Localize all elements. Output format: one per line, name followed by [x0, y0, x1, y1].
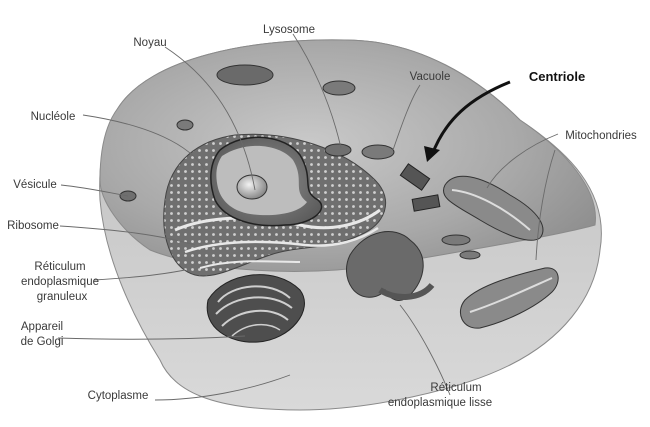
- label-vacuole: Vacuole: [410, 71, 451, 83]
- label-lysosome: Lysosome: [263, 24, 315, 36]
- label-ribosome: Ribosome: [7, 220, 59, 232]
- label-reticulum-lisse-1: Réticulum: [430, 382, 481, 394]
- golgi-shape: [206, 274, 305, 343]
- label-centriole: Centriole: [529, 69, 585, 84]
- label-mitochondries: Mitochondries: [565, 130, 637, 142]
- organelles-small: [119, 64, 481, 260]
- mitochondries-shapes: [442, 175, 559, 329]
- label-reticulum-granuleux-1: Réticulum: [34, 261, 85, 273]
- label-golgi-1: Appareil: [21, 321, 63, 333]
- mitochondrie-top: [216, 64, 274, 86]
- label-cytoplasme: Cytoplasme: [88, 390, 149, 402]
- reticulum-lisse-shape: [346, 231, 435, 301]
- label-reticulum-granuleux-3: granuleux: [37, 291, 88, 303]
- vacuole-shape: [361, 144, 395, 160]
- lysosome-shape: [322, 80, 356, 96]
- leader-lines: [57, 33, 559, 401]
- label-golgi-2: de Golgi: [21, 336, 64, 348]
- centriole-shape: [399, 163, 441, 212]
- nucleus-shape: [210, 136, 323, 227]
- label-reticulum-lisse-2: endoplasmique lisse: [388, 397, 492, 409]
- vesicule-shape: [119, 190, 137, 202]
- label-nucleole: Nucléole: [31, 111, 76, 123]
- label-vesicule: Vésicule: [13, 179, 56, 191]
- nucleole-shape: [236, 174, 268, 200]
- label-reticulum-granuleux-2: endoplasmique: [21, 276, 99, 288]
- label-noyau: Noyau: [133, 37, 166, 49]
